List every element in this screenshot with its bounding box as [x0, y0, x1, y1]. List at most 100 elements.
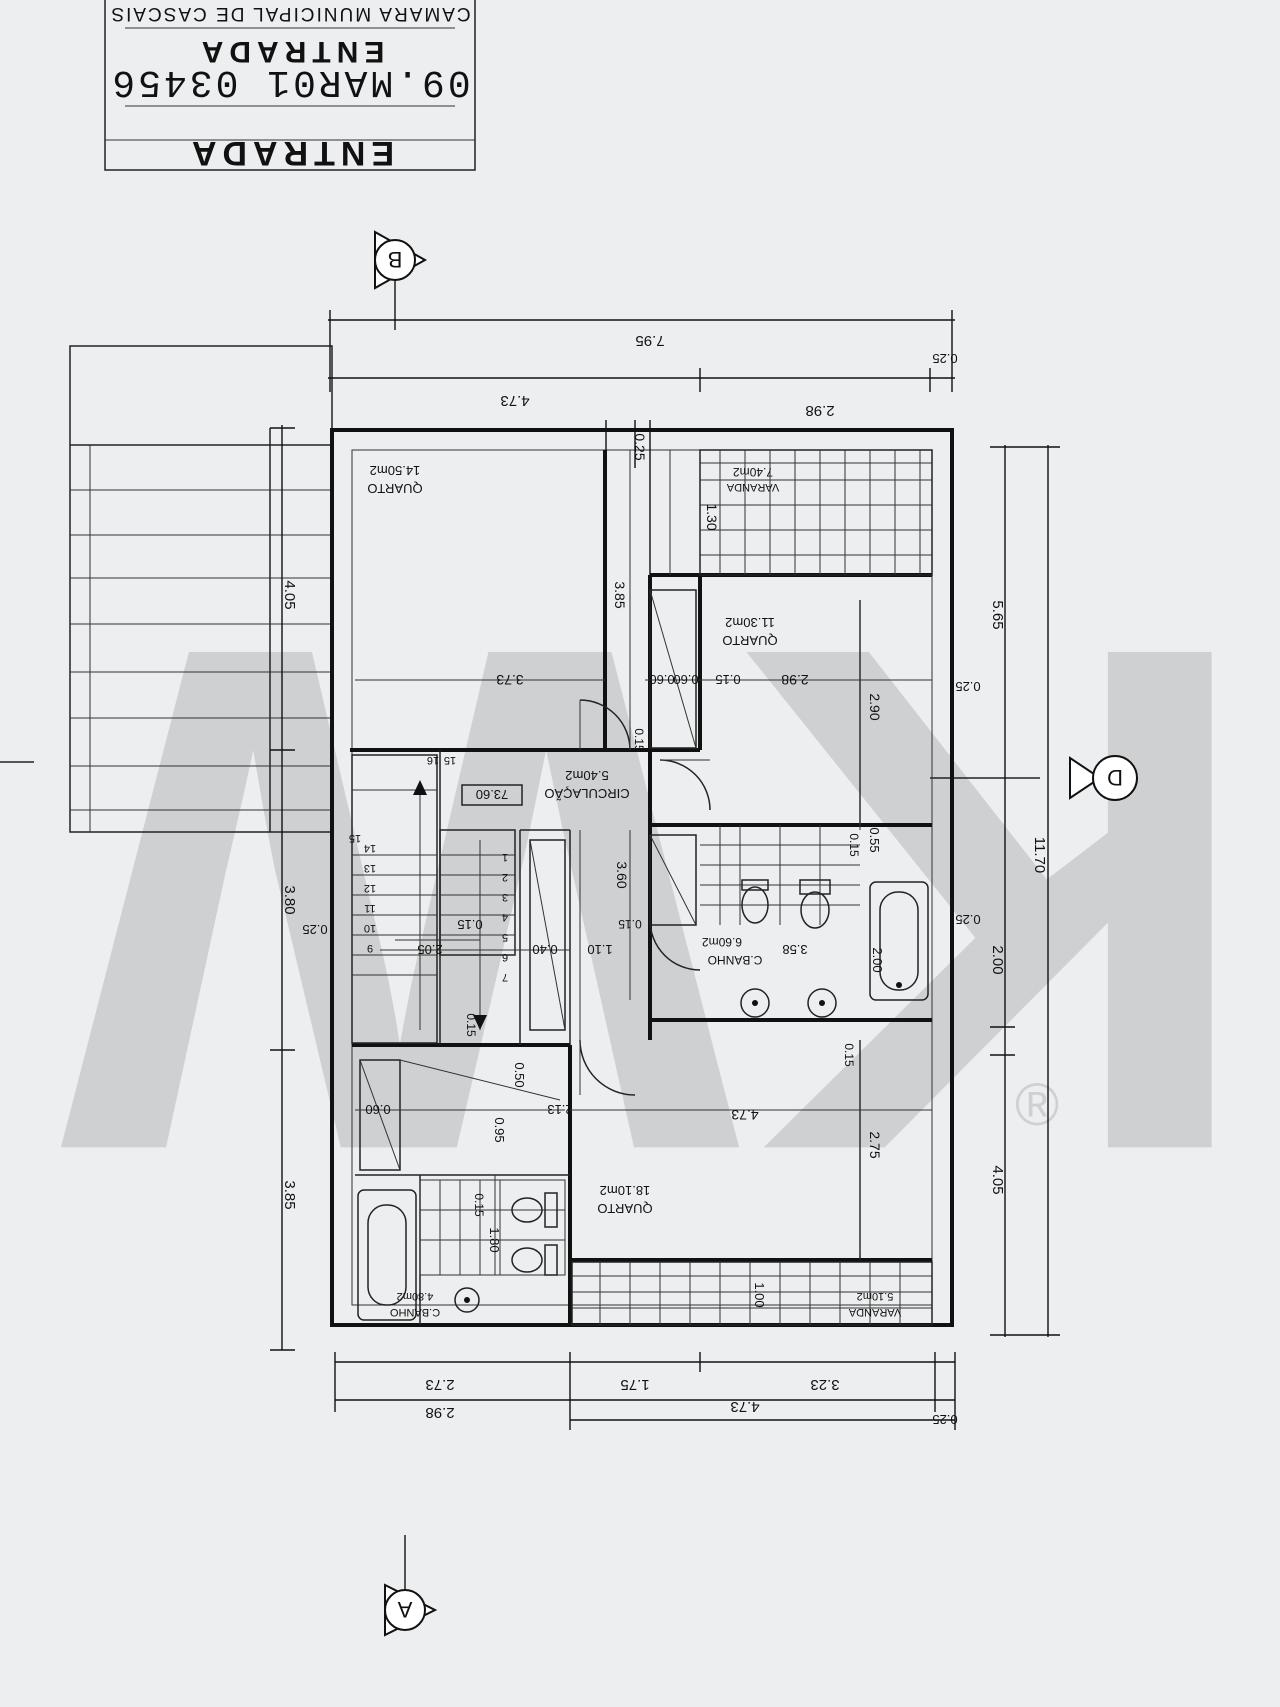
room-circulacao-area: 5.40m2 [565, 768, 608, 783]
dim-right-b: 2.00 [989, 945, 1006, 974]
dim-bot-f: 0.25 [932, 1412, 957, 1427]
room-circulacao-name: CIRCULAÇÃO [544, 786, 629, 801]
dimensions-interior [355, 450, 932, 1325]
stair-number: 14 [364, 842, 376, 854]
dim-inner: 0.15 [472, 1193, 486, 1217]
dim-top-total: 7.95 [635, 332, 664, 349]
dimensions-right: 11.70 5.65 2.00 4.05 0.25 0.25 [955, 445, 1060, 1337]
dim-inner: 0.40 [532, 942, 557, 957]
room-varanda-2-name: VARANDA [848, 1306, 901, 1318]
toilet-2 [511, 1197, 543, 1223]
room-quarto-1-area: 14.50m2 [370, 463, 421, 478]
interior-dimension-labels: 0.25 1.30 3.85 3.73 0.60 0.60 0.15 2.98 … [365, 433, 885, 1307]
dim-right-c: 4.05 [989, 1165, 1006, 1194]
dim-inner: 1.10 [587, 942, 612, 957]
section-d-label: D [1107, 765, 1123, 790]
stair-number: 2 [502, 871, 508, 883]
stair-number: 4 [502, 911, 508, 923]
room-quarto-3-name: QUARTO [597, 1201, 652, 1216]
section-b-label: B [388, 247, 403, 272]
dim-inner: 0.55 [867, 827, 882, 852]
dim-inner: 0.95 [492, 1117, 507, 1142]
bidet-2 [511, 1247, 543, 1273]
dim-inner: 4.73 [731, 1107, 758, 1123]
section-a-label: A [397, 1597, 412, 1622]
dim-inner: 1.30 [704, 503, 720, 530]
dim-right-a: 5.65 [989, 600, 1006, 629]
stair-number: 6 [502, 951, 508, 963]
dim-inner: 0.15 [632, 728, 646, 752]
room-varanda-1-area: 7.40m2 [733, 465, 773, 479]
dim-inner: 0.15 [842, 1043, 856, 1067]
dim-inner: 3.60 [614, 861, 630, 888]
dimensions-bottom: 2.73 1.75 3.23 2.98 4.73 0.25 [334, 1352, 958, 1430]
room-labels: QUARTO 14.50m2 VARANDA 7.40m2 QUARTO 11.… [367, 463, 901, 1318]
dim-inner: 0.15 [457, 917, 482, 932]
dim-inner: 0.60 [673, 672, 698, 687]
stair-number: 5 [502, 931, 508, 943]
municipal-stamp: ENTRADA 09.MAR01 03456 ENTRADA CAMARA MU… [104, 0, 476, 172]
dim-right-total: 11.70 [1031, 837, 1048, 873]
dim-inner: 0.50 [512, 1062, 527, 1087]
bathroom-1-fixtures [700, 825, 929, 1018]
room-banho-2-area: 4.80m2 [397, 1290, 434, 1302]
section-mark-b: B [374, 230, 428, 330]
dim-left-c: 3.85 [281, 1180, 298, 1209]
bathroom-2-fixtures [357, 1179, 566, 1321]
wardrobes [359, 589, 697, 1171]
stair-numbers: 14 13 12 11 10 9 15 1 2 3 4 5 6 7 16 15 [349, 754, 508, 983]
stair-number: 11 [364, 902, 375, 914]
dim-left-a: 4.05 [281, 580, 298, 609]
dim-inner: 2.00 [870, 947, 885, 972]
room-banho-1-area: 6.60m2 [702, 935, 742, 949]
watermark-letters: KW [54, 499, 1260, 1304]
room-quarto-3-area: 18.10m2 [600, 1183, 651, 1198]
dim-inner: 3.73 [496, 672, 523, 688]
dim-inner: 2.13 [547, 1102, 572, 1117]
room-banho-1-name: C.BANHO [708, 953, 763, 967]
stair-number: 16 [427, 754, 439, 766]
dim-inner: 1.00 [752, 1282, 767, 1307]
bidet [741, 886, 769, 924]
stair-number: 15 [349, 832, 361, 844]
room-quarto-2-name: QUARTO [722, 633, 777, 648]
room-varanda-1-name: VARANDA [726, 481, 779, 493]
stair-number: 3 [502, 891, 508, 903]
dim-right-e2: 0.25 [955, 912, 980, 927]
dim-inner: 0.25 [632, 433, 648, 460]
room-quarto-2-area: 11.30m2 [725, 615, 775, 630]
dim-top-edge: 0.25 [932, 351, 957, 366]
stamp-date: 09.MAR01 03456 [109, 60, 470, 103]
dim-inner: 2.90 [867, 693, 883, 720]
sink-2 [454, 1287, 480, 1313]
dim-bot-c: 3.23 [810, 1376, 839, 1393]
dim-bot-b: 1.75 [620, 1376, 649, 1393]
dim-inner: 0.60 [649, 672, 674, 687]
section-mark-a: A [384, 1535, 438, 1637]
watermark-reg: ® [1015, 1071, 1059, 1138]
room-banho-2-name: C.BANHO [390, 1306, 441, 1318]
level-value: 73.60 [476, 787, 509, 802]
toilet-1 [800, 891, 830, 929]
bathtub-2 [357, 1189, 417, 1321]
stair-number: 13 [364, 862, 376, 874]
stamp-line-bottom: CAMARA MUNICIPAL DE CASCAIS [109, 3, 470, 24]
stair-number: 9 [367, 942, 373, 954]
dim-inner: 0.60 [365, 1102, 390, 1117]
dim-inner: 3.58 [782, 942, 807, 957]
dimensions-left: 4.05 3.80 3.85 0.25 [270, 425, 328, 1351]
dim-bot-a: 2.73 [425, 1376, 454, 1393]
stamp-line-mid: ENTRADA [196, 35, 385, 68]
dimensions-top: 7.95 0.25 4.73 2.98 [328, 310, 958, 575]
dim-top-b: 2.98 [805, 402, 834, 419]
dim-inner: 3.85 [612, 581, 628, 608]
stair-number: 15 [444, 754, 456, 766]
stamp-line-top: ENTRADA [186, 134, 394, 172]
door-swings [579, 699, 711, 1096]
varanda-bottom-tiles [571, 1261, 933, 1326]
dim-inner: 1.80 [487, 1227, 502, 1252]
room-varanda-2-area: 5.10m2 [857, 1290, 894, 1302]
